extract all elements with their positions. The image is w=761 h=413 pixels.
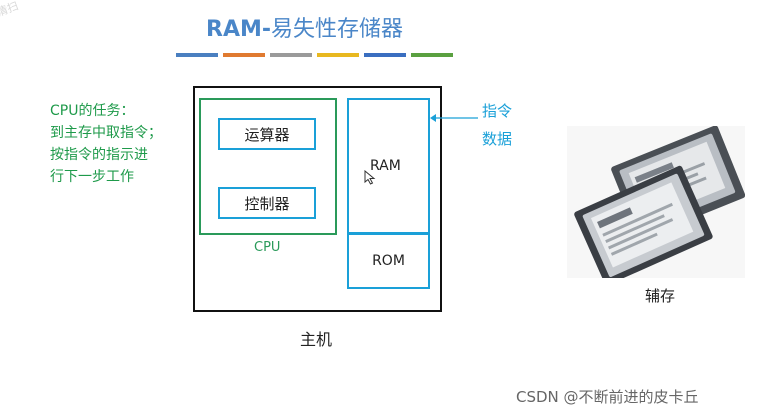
color-bar-segment: [411, 53, 453, 57]
host-label: 主机: [300, 330, 333, 349]
cpu-task-description: CPU的任务： 到主存中取指令； 按指令的指示进 行下一步工作: [50, 100, 162, 188]
control-unit-label: 控制器: [244, 194, 290, 213]
data-label: 数据: [482, 130, 513, 148]
title-prefix: RAM-: [206, 17, 271, 42]
arrow-left-icon: [430, 114, 478, 122]
hard-disk-image: [567, 126, 745, 278]
color-bar-segment: [270, 53, 312, 57]
control-unit-box: 控制器: [218, 187, 316, 219]
color-bar-segment: [317, 53, 359, 57]
task-line: 行下一步工作: [50, 169, 134, 185]
task-line: 按指令的指示进: [50, 147, 148, 163]
slide-title: RAM-易失性存储器: [206, 11, 403, 43]
rom-box: ROM: [347, 234, 430, 289]
cpu-box: [199, 98, 337, 235]
color-bar-segment: [223, 53, 265, 57]
instruction-label: 指令: [482, 102, 513, 120]
mouse-pointer-icon: [364, 170, 376, 185]
title-color-bar: [176, 53, 453, 57]
title-rest: 易失性存储器: [271, 17, 404, 42]
ram-box: [347, 98, 430, 234]
task-line: 到主存中取指令；: [50, 125, 162, 141]
cpu-label: CPU: [254, 240, 281, 255]
corner-watermark: 清扫: [0, 0, 21, 20]
task-line: CPU的任务：: [50, 103, 135, 119]
rom-label: ROM: [372, 253, 405, 269]
instruction-data-label: 指令 数据: [482, 97, 512, 153]
csdn-credit: CSDN @不断前进的皮卡丘: [516, 388, 699, 406]
color-bar-segment: [364, 53, 406, 57]
alu-label: 运算器: [244, 125, 290, 144]
color-bar-segment: [176, 53, 218, 57]
host-box: [193, 86, 442, 312]
alu-box: 运算器: [218, 118, 316, 150]
ram-label: RAM: [370, 158, 401, 174]
secondary-storage-label: 辅存: [645, 287, 676, 305]
